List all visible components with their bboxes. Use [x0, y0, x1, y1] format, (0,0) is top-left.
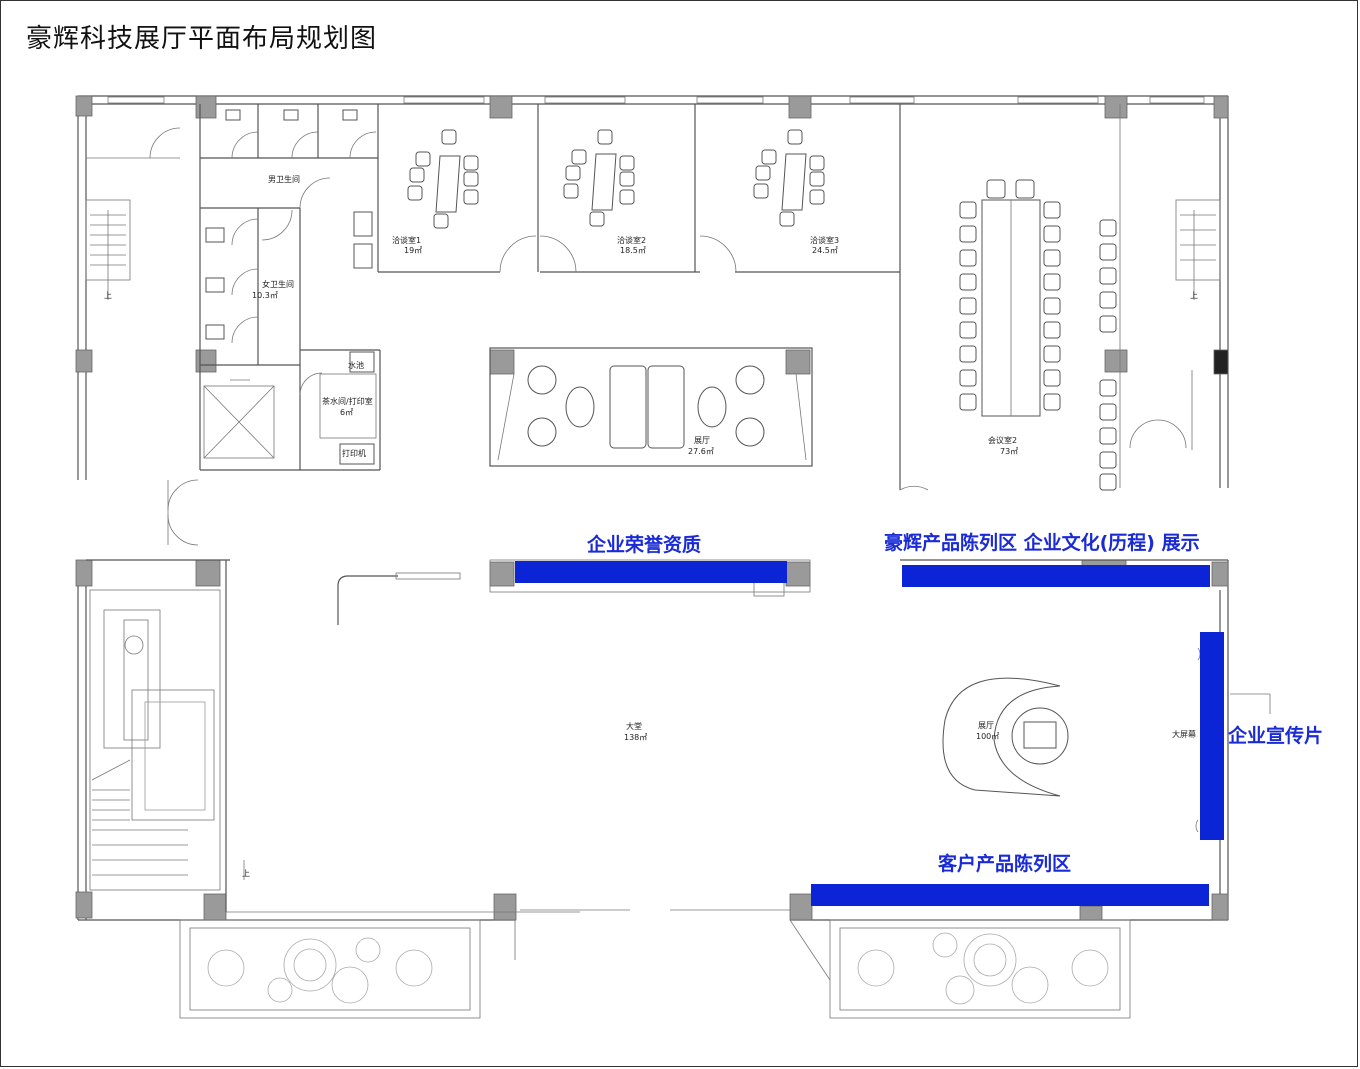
label-stair-up-right: 上 [1190, 291, 1198, 300]
label-stair-up-bottom: 上 [242, 869, 250, 878]
label-tea-room: 茶水间/打印室 [322, 396, 373, 406]
label-lobby: 大堂 [626, 721, 642, 731]
label-round-hall-area: 100㎡ [976, 732, 999, 741]
label-men-wc: 男卫生间 [268, 174, 300, 184]
label-small-hall: 展厅 [694, 436, 710, 445]
stair-bottom-left [89, 589, 245, 891]
zone-honor-label: 企业荣誉资质 [586, 533, 701, 556]
small-hall [489, 347, 813, 467]
label-women-wc-area: 10.3㎡ [252, 291, 278, 300]
meeting-table-3 [753, 129, 825, 227]
label-meeting1: 洽谈室1 [392, 235, 421, 245]
page-title: 豪辉科技展厅平面布局规划图 [26, 24, 378, 54]
label-sink: 水池 [348, 360, 364, 370]
planter-left [179, 919, 481, 1019]
round-hall [942, 647, 1271, 833]
honor-display-wall [515, 561, 787, 583]
stair-top-right [1119, 104, 1221, 488]
outer-walls [77, 95, 1229, 921]
meeting-table-2 [563, 129, 635, 227]
label-meeting3: 洽谈室3 [810, 235, 839, 245]
label-small-hall-area: 27.6㎡ [688, 447, 714, 456]
meeting-rooms [378, 104, 929, 491]
lobby-structure [86, 479, 811, 913]
label-stair-up-top: 上 [104, 291, 112, 300]
columns [75, 95, 1229, 921]
meeting-table-1 [407, 129, 479, 229]
label-printer: 打印机 [342, 448, 366, 458]
zone-products-culture-label: 豪辉产品陈列区 企业文化(历程) 展示 [884, 531, 1200, 554]
label-round-hall: 展厅 [978, 721, 994, 730]
conference-chairs [959, 201, 1117, 491]
conference-room-2 [900, 179, 1228, 561]
planter-right [829, 919, 1131, 1019]
stair-top-left [85, 127, 181, 300]
label-meeting3-area: 24.5㎡ [812, 246, 838, 255]
label-lobby-area: 138㎡ [624, 733, 647, 742]
product-culture-display-wall [902, 565, 1210, 587]
label-meeting2: 洽谈室2 [617, 235, 646, 245]
label-meeting1-area: 19㎡ [404, 246, 422, 255]
label-tea-room-area: 6㎡ [340, 408, 353, 417]
planter-edge [789, 919, 831, 981]
tea-room [299, 349, 381, 471]
zone-video-label: 企业宣传片 [1227, 724, 1323, 747]
customer-product-display-wall [811, 884, 1209, 906]
video-screen-wall [1200, 632, 1224, 840]
zone-customer-products-label: 客户产品陈列区 [938, 852, 1071, 875]
label-meeting2-area: 18.5㎡ [620, 246, 646, 255]
label-conference2-area: 73㎡ [1000, 447, 1018, 456]
label-big-screen: 大屏幕 [1172, 729, 1196, 739]
label-women-wc: 女卫生间 [262, 279, 294, 289]
restroom-block [199, 104, 379, 471]
label-conference2: 会议室2 [988, 435, 1017, 445]
